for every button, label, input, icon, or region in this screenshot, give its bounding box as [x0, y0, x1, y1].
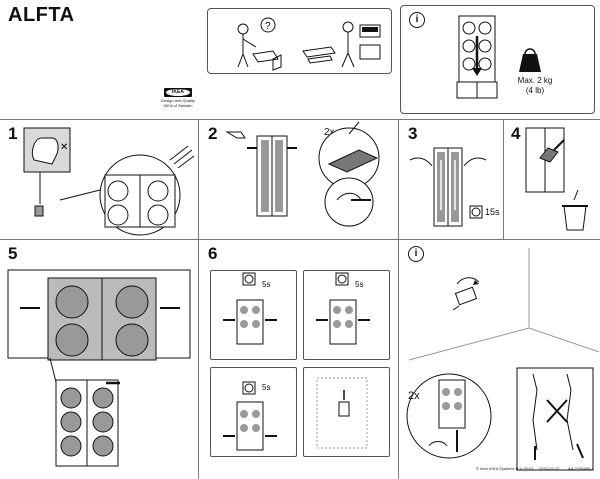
- step-6-time-2: 5s: [355, 280, 364, 289]
- step-4-number: 4: [511, 124, 521, 143]
- removal-info-icon: i: [408, 246, 424, 262]
- step-2-number: 2: [208, 124, 218, 143]
- weight-info-box: i Max. 2 kg (4 lb): [400, 5, 595, 114]
- logo-tagline-1: Design and Quality: [161, 98, 195, 103]
- step-3-number: 3: [408, 124, 418, 143]
- step-3-time: 15s: [485, 207, 500, 217]
- product-title: ALFTA: [8, 4, 75, 26]
- svg-text:?: ?: [265, 21, 271, 32]
- removal-illustration: [406, 248, 600, 471]
- step-5-number: 5: [8, 244, 18, 263]
- max-weight-value-lb: (4 lb): [525, 86, 545, 95]
- step-5-illustration: [7, 269, 191, 467]
- step-6-time-1: 5s: [262, 280, 271, 289]
- footer-copyright: © Inter IKEA Systems B.V. 2019: [476, 466, 533, 471]
- divider-middle: [0, 239, 600, 240]
- step-4-illustration: [525, 127, 588, 231]
- step-3-illustration: [409, 147, 487, 227]
- step-6-number: 6: [208, 244, 218, 263]
- divider-v1: [198, 119, 199, 239]
- svg-text:✕: ✕: [60, 142, 68, 153]
- info-icon: i: [409, 12, 425, 28]
- logo-tagline-2: IKEA of Sweden: [163, 103, 193, 108]
- consult-illustration-box: ?: [207, 8, 392, 74]
- divider-v3: [503, 119, 504, 239]
- ikea-logo-oval: IKEA: [166, 89, 190, 96]
- divider-top: [0, 119, 600, 120]
- footer-article-code: AA-2196496-2: [568, 466, 594, 471]
- step-6-illustration: [223, 272, 370, 451]
- step-1-illustration: ✕: [23, 127, 195, 236]
- consult-illustration: ?: [237, 17, 381, 71]
- weight-illustration: [456, 15, 541, 99]
- divider-v4: [198, 239, 199, 479]
- step-6-time-3: 5s: [262, 383, 271, 392]
- max-weight-value: Max. 2 kg: [517, 76, 553, 85]
- ikea-logo-mark: IKEA: [164, 88, 192, 97]
- removal-repeat: 2x: [408, 390, 420, 402]
- step-2-repeat: 2x: [324, 127, 335, 138]
- step-2-illustration: [225, 121, 380, 227]
- step-1-number: 1: [8, 124, 18, 143]
- ikea-logo: IKEA Design and Quality IKEA of Sweden: [158, 88, 198, 108]
- divider-v2: [398, 119, 399, 479]
- footer-date-code: 2020-02-12: [539, 466, 560, 471]
- max-weight-label: Max. 2 kg (4 lb): [505, 76, 565, 96]
